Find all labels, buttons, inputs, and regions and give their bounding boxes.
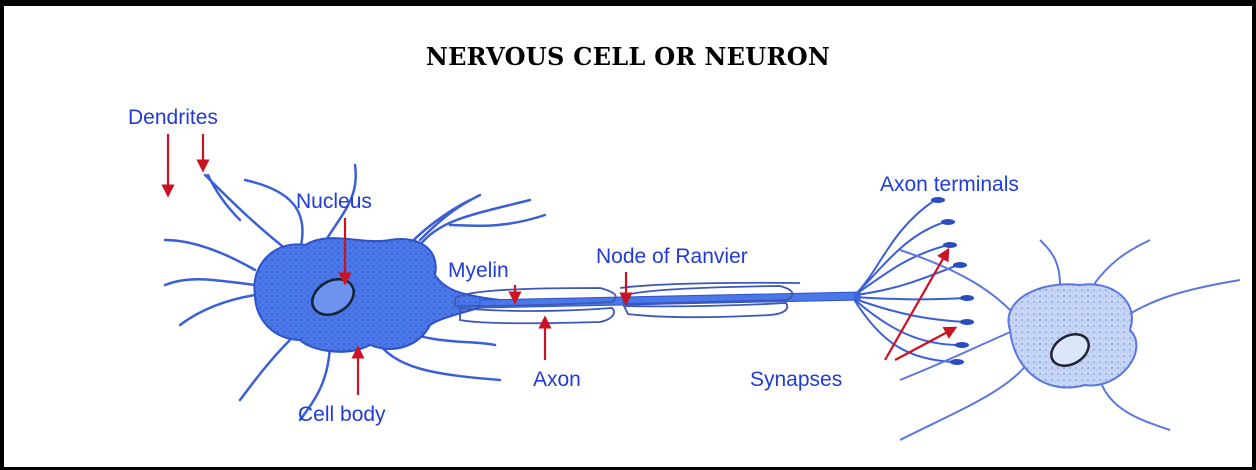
label-dendrites: Dendrites [128,106,218,129]
terminal-buttons [931,197,974,365]
label-axon-terminals: Axon terminals [880,173,1019,196]
label-node-of-ranvier: Node of Ranvier [596,245,748,268]
label-synapses: Synapses [750,368,842,391]
label-axon: Axon [533,368,581,391]
label-myelin: Myelin [448,259,509,282]
label-nucleus: Nucleus [296,190,372,213]
label-cell-body: Cell body [298,403,386,426]
